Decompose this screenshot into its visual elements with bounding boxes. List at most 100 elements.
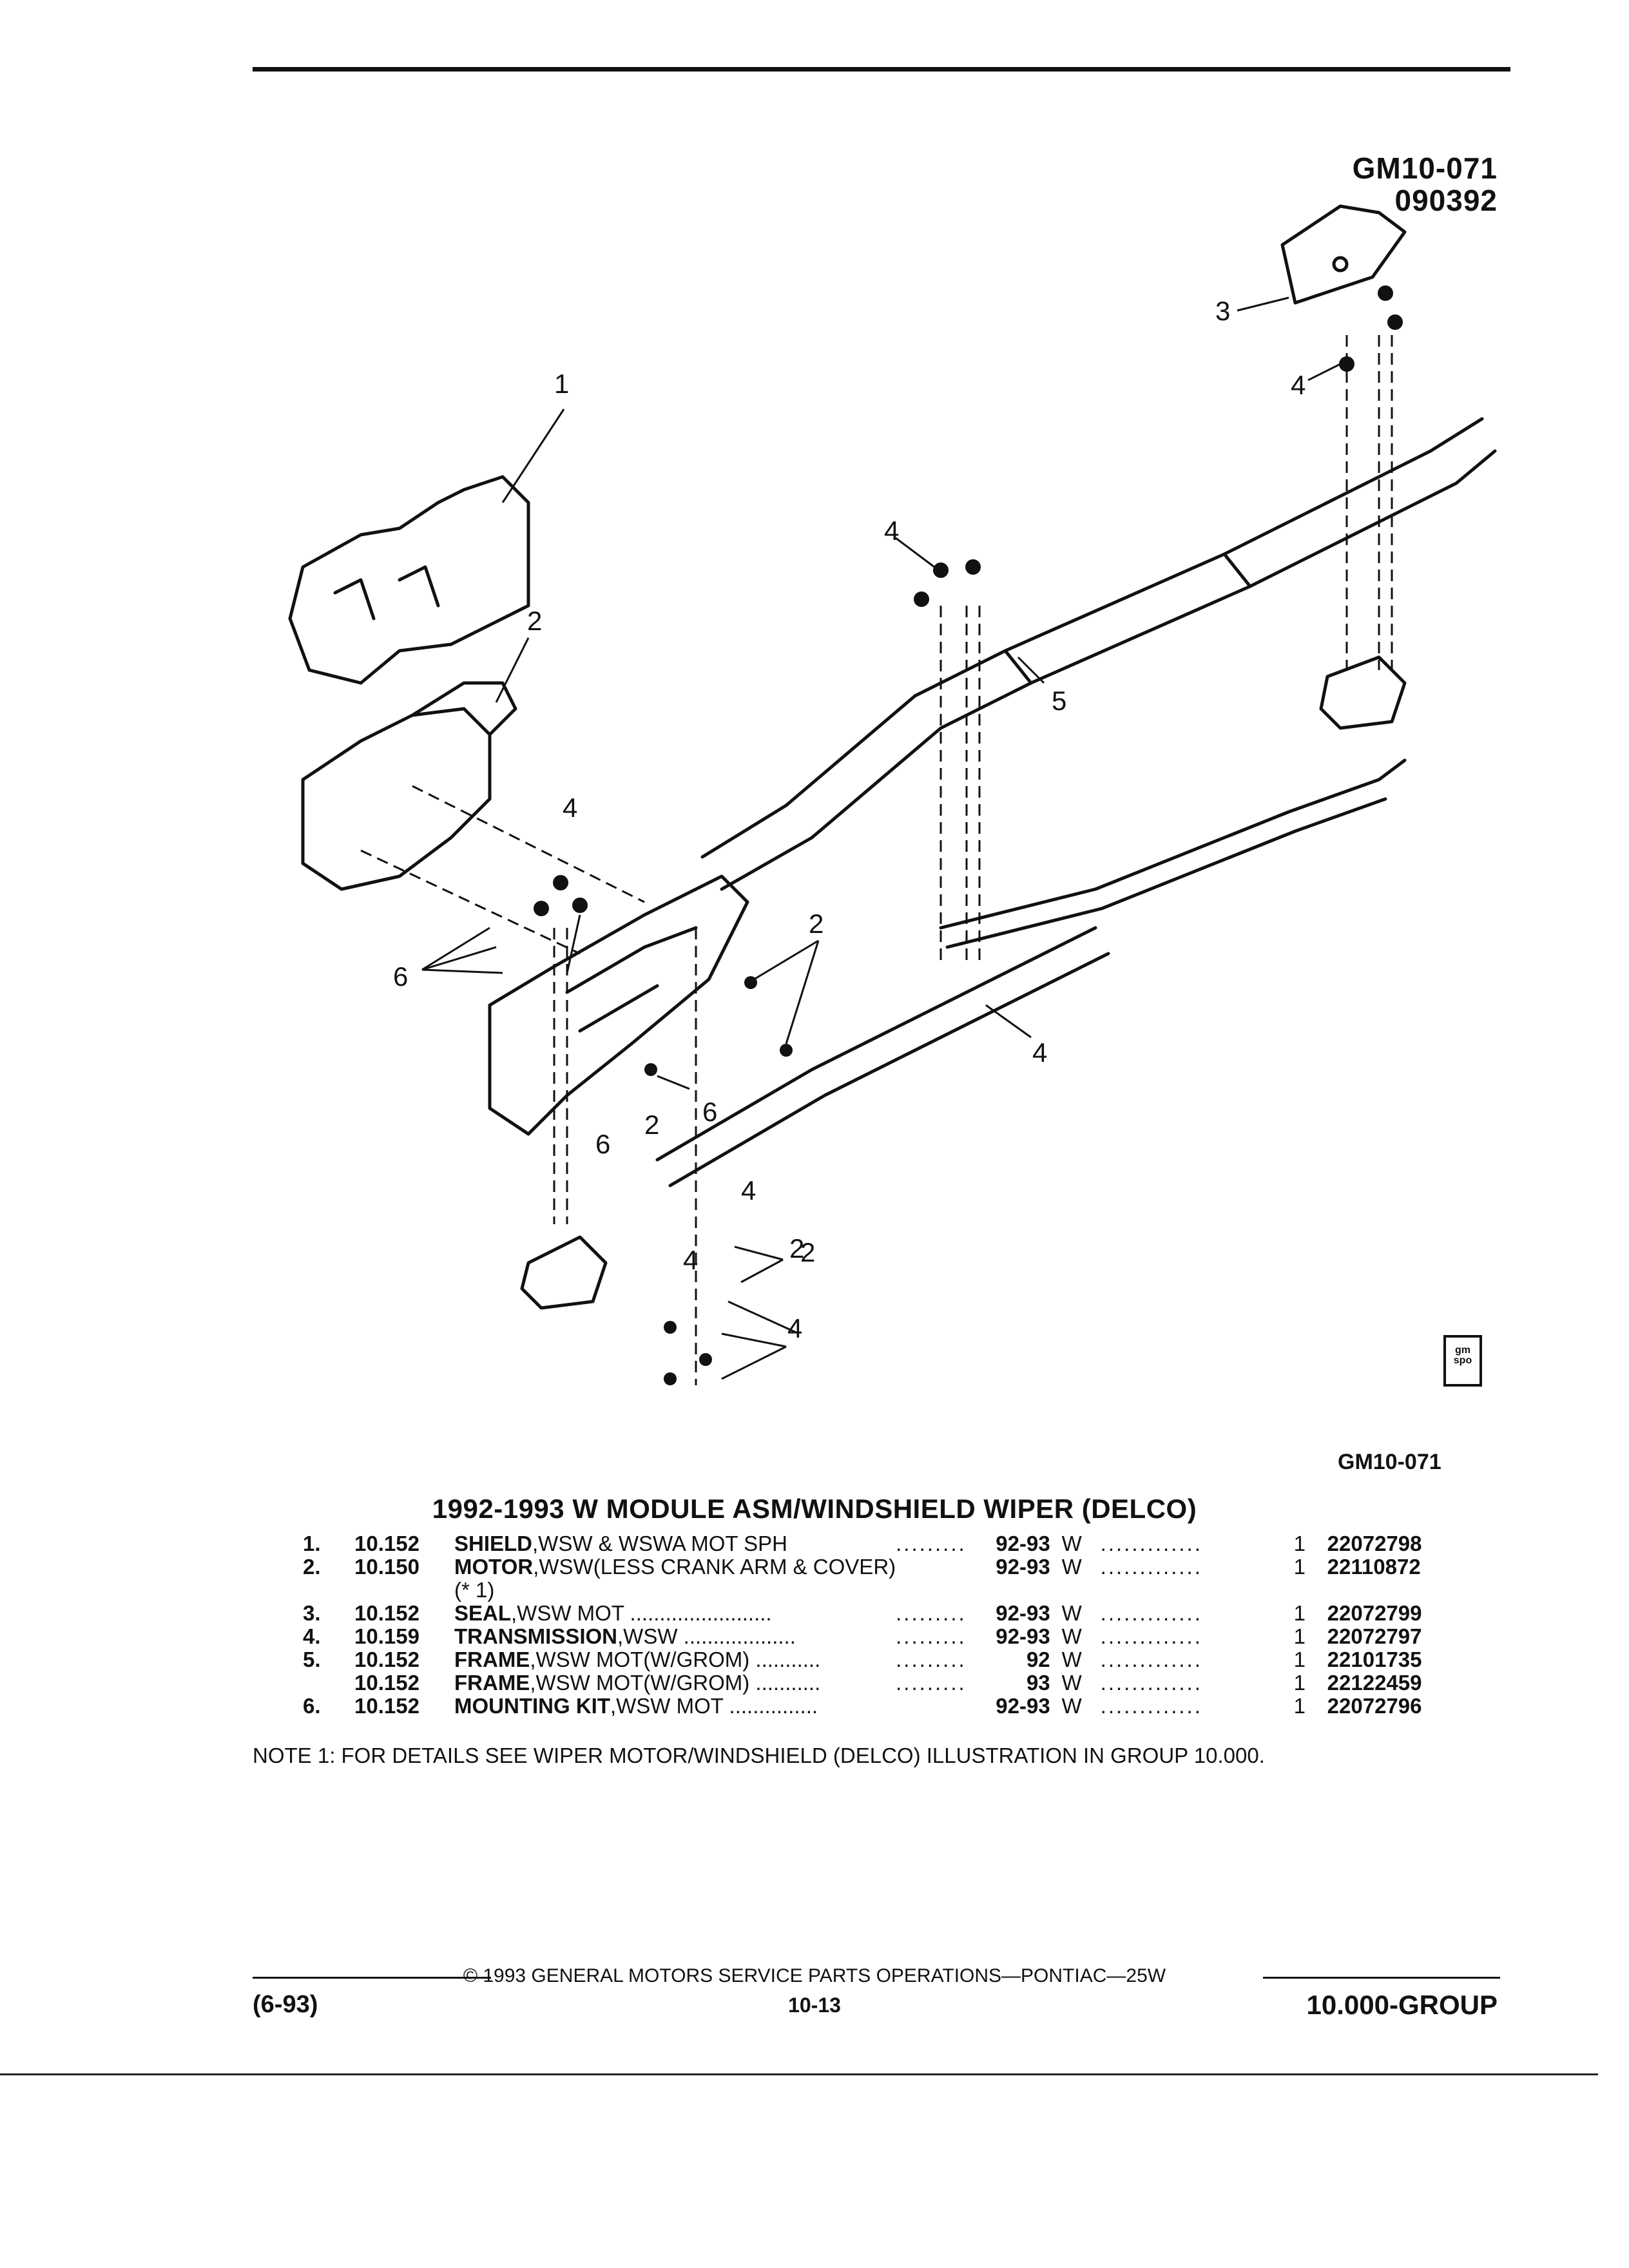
series-code: W xyxy=(1061,1601,1082,1625)
model-years: 92-93 xyxy=(996,1555,1050,1579)
group-number: 10.152 xyxy=(354,1671,419,1695)
table-row: 5. 10.152 FRAME,WSW MOT(W/GROM) ........… xyxy=(303,1648,1422,1671)
callout-6: 6 xyxy=(393,961,408,992)
leader-dots: ............. xyxy=(1100,1555,1202,1579)
part-name: FRAME xyxy=(454,1671,530,1695)
part-name: MOTOR xyxy=(454,1555,534,1579)
callout-1: 1 xyxy=(554,369,569,399)
item-number: 1. xyxy=(303,1532,321,1555)
part-number: 22072797 xyxy=(1327,1624,1422,1648)
section-title: 1992-1993 W MODULE ASM/WINDSHIELD WIPER … xyxy=(432,1494,1197,1524)
model-years: 92 xyxy=(1026,1648,1050,1671)
part-number: 22072799 xyxy=(1327,1601,1422,1625)
exploded-parts-diagram: 1 2 3 4 4 5 4 2 4 6 2 2 6 6 4 2 4 4 xyxy=(288,204,1497,1385)
revision-date: (6-93) xyxy=(253,1991,318,2018)
lower-linkage-rail xyxy=(655,926,1097,1162)
right-pivot xyxy=(1319,655,1407,730)
table-row: 3. 10.152 SEAL,WSW MOT .................… xyxy=(303,1602,1422,1625)
quantity: 1 xyxy=(1293,1624,1306,1648)
quantity: 1 xyxy=(1293,1555,1306,1579)
table-row: 6. 10.152 MOUNTING KIT,WSW MOT .........… xyxy=(303,1695,1422,1718)
footer-rule-left xyxy=(253,1977,491,1979)
item-number xyxy=(303,1671,354,1695)
table-row: 10.152 FRAME,WSW MOT(W/GROM) ...........… xyxy=(303,1671,1422,1695)
part-description: SHIELD,WSW & WSWA MOT SPH xyxy=(454,1532,896,1555)
leader-dots: ............. xyxy=(1100,1532,1202,1555)
footer-rule-right xyxy=(1263,1977,1500,1979)
callout-3: 3 xyxy=(1215,296,1230,326)
logo-text-spo: spo xyxy=(1453,1355,1472,1366)
motor-shield xyxy=(288,475,530,685)
leader-dots: ............. xyxy=(1100,1648,1202,1671)
top-rule xyxy=(253,67,1510,72)
part-name: FRAME xyxy=(454,1648,530,1671)
part-detail: ,WSW MOT(W/GROM) xyxy=(530,1671,750,1695)
part-detail: ,WSW MOT xyxy=(511,1601,624,1625)
illustration-code: GM10-071 xyxy=(1352,151,1498,185)
upper-frame-rail xyxy=(700,417,1484,859)
callout-2: 2 xyxy=(789,1233,804,1264)
series-code: W xyxy=(1061,1555,1082,1579)
callout-4: 4 xyxy=(787,1313,802,1343)
left-pivot xyxy=(520,1235,608,1310)
quantity: 1 xyxy=(1293,1601,1306,1625)
leader-dots: ......... xyxy=(896,1648,967,1671)
logo-text-gm: gm xyxy=(1455,1345,1470,1356)
part-detail: ,WSW(LESS CRANK ARM & COVER) xyxy=(533,1555,896,1579)
callout-4: 4 xyxy=(1032,1037,1047,1068)
callout-2: 2 xyxy=(644,1110,659,1140)
leader-dots: ............. xyxy=(1100,1601,1202,1625)
leader-dots xyxy=(896,1695,967,1718)
illustration-code-block: GM10-071 090392 xyxy=(1353,152,1498,216)
callout-2: 2 xyxy=(527,606,542,636)
part-description: TRANSMISSION,WSW ................... xyxy=(454,1624,796,1648)
motor-bracket xyxy=(488,874,749,1136)
callout-4: 4 xyxy=(683,1245,698,1275)
part-number: 22101735 xyxy=(1327,1648,1422,1671)
illustration-date: 090392 xyxy=(1394,184,1498,217)
wiper-motor xyxy=(301,707,492,891)
figure-label: GM10-071 xyxy=(1338,1450,1441,1474)
series-code: W xyxy=(1061,1532,1082,1555)
part-description: MOUNTING KIT,WSW MOT ............... xyxy=(454,1694,818,1718)
callout-6: 6 xyxy=(595,1129,610,1159)
part-number: 22072798 xyxy=(1327,1532,1422,1555)
leader-dots: ......... xyxy=(896,1601,967,1625)
table-row: 1. 10.152 SHIELD,WSW & WSWA MOT SPH ....… xyxy=(303,1532,1422,1555)
part-number: 22072796 xyxy=(1327,1694,1422,1718)
leader-dots: ......... xyxy=(896,1671,967,1695)
model-years: 92-93 xyxy=(996,1601,1050,1625)
quantity: 1 xyxy=(1293,1648,1306,1671)
series-code: W xyxy=(1061,1694,1082,1718)
part-name: MOUNTING KIT xyxy=(454,1694,610,1718)
item-number: 3. xyxy=(303,1601,321,1625)
part-description: MOTOR,WSW(LESS CRANK ARM & COVER) (* 1) xyxy=(454,1555,896,1602)
part-detail: ,WSW & WSWA MOT SPH xyxy=(532,1532,788,1555)
leader-dots: ............. xyxy=(1100,1694,1202,1718)
callout-2: 2 xyxy=(809,908,824,939)
callout-4: 4 xyxy=(884,515,899,546)
callout-5: 5 xyxy=(1052,686,1066,716)
model-years: 92-93 xyxy=(996,1624,1050,1648)
group-number: 10.150 xyxy=(354,1555,419,1579)
part-subnote: (* 1) xyxy=(454,1578,495,1602)
leader-dots: ......... xyxy=(896,1532,967,1555)
model-years: 92-93 xyxy=(996,1694,1050,1718)
part-detail: ,WSW MOT xyxy=(610,1694,724,1718)
series-code: W xyxy=(1061,1624,1082,1648)
group-label: 10.000-GROUP xyxy=(1306,1990,1498,2020)
group-number: 10.152 xyxy=(354,1648,419,1671)
part-name: SEAL xyxy=(454,1601,512,1625)
model-years: 93 xyxy=(1026,1671,1050,1695)
callout-6: 6 xyxy=(702,1097,717,1127)
part-number: 22122459 xyxy=(1327,1671,1422,1695)
group-number: 10.152 xyxy=(354,1694,419,1718)
gm-spo-logo: gm spo xyxy=(1443,1335,1482,1387)
copyright-line: © 1993 GENERAL MOTORS SERVICE PARTS OPER… xyxy=(463,1965,1166,1986)
part-description: SEAL,WSW MOT ........................ xyxy=(454,1601,772,1625)
part-description: FRAME,WSW MOT(W/GROM) ........... xyxy=(454,1671,821,1695)
series-code: W xyxy=(1061,1648,1082,1671)
callout-4: 4 xyxy=(741,1175,756,1206)
table-row: 2. 10.150 MOTOR,WSW(LESS CRANK ARM & COV… xyxy=(303,1555,1422,1602)
group-number: 10.159 xyxy=(354,1624,419,1648)
